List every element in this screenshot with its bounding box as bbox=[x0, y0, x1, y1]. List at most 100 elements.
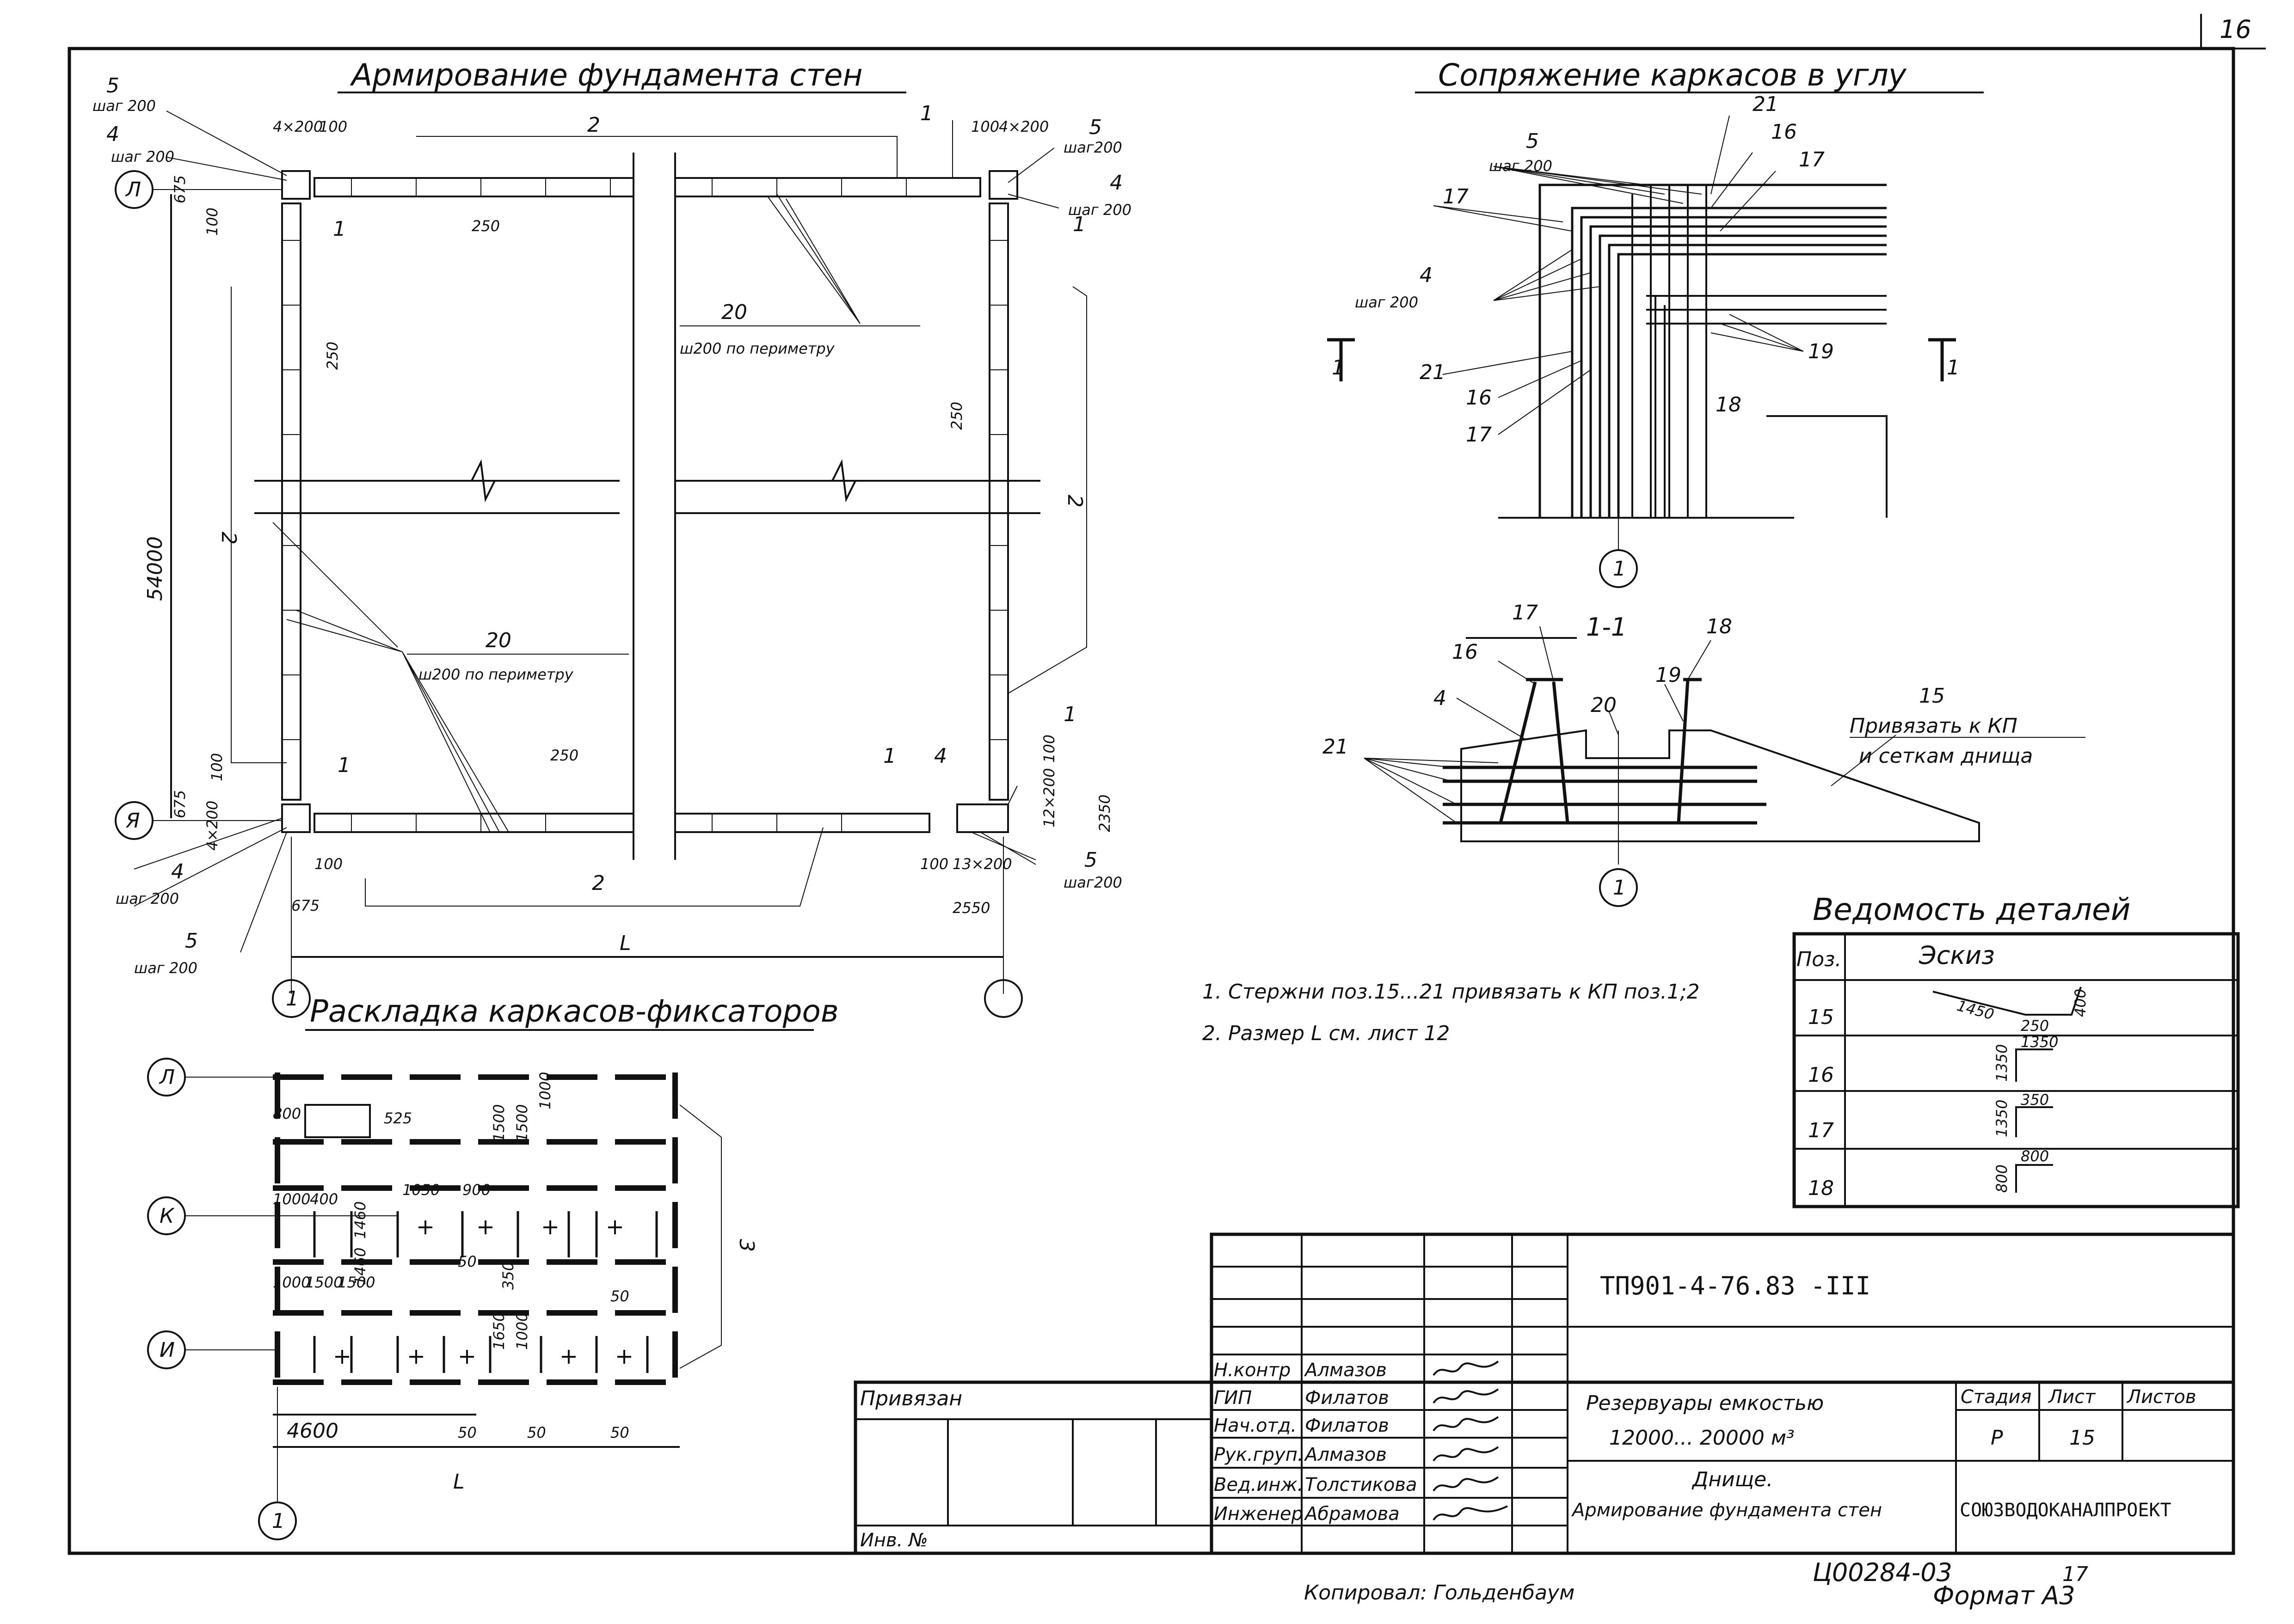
layout-d1050: 1050 bbox=[402, 1181, 440, 1199]
title-schedule: Ведомость деталей bbox=[1813, 892, 2131, 927]
name-2: Филатов bbox=[1305, 1387, 1389, 1409]
stamp-tied: Привязан bbox=[860, 1387, 962, 1410]
layout-d1500-c: 1500 bbox=[305, 1274, 343, 1291]
layout-axis-L: Л bbox=[159, 1066, 175, 1089]
schedule-pos-18: 18 bbox=[1808, 1177, 1834, 1200]
dim-250-d: 250 bbox=[550, 747, 578, 764]
layout-d900: 900 bbox=[462, 1181, 491, 1199]
section-pos21: 21 bbox=[1322, 735, 1348, 759]
layout-d1460-b: 1460 bbox=[351, 1248, 369, 1285]
dim-250-a: 250 bbox=[472, 217, 500, 235]
axis-1-corner: 1 bbox=[1613, 557, 1626, 581]
layout-d800: 800 bbox=[273, 1105, 301, 1122]
layout-d350: 350 bbox=[499, 1262, 517, 1290]
cut-right: 1 bbox=[1947, 356, 1960, 380]
label-step200-c: шаг200 bbox=[1064, 139, 1122, 156]
project-line2: 12000... 20000 м³ bbox=[1609, 1426, 1795, 1450]
dim-100-f: 100 bbox=[314, 855, 343, 873]
label-step200-b: шаг 200 bbox=[111, 148, 174, 165]
corner-step200-b: шаг 200 bbox=[1355, 294, 1418, 311]
layout-d1500-a: 1500 bbox=[490, 1104, 508, 1142]
layout-dim-L: L bbox=[453, 1470, 465, 1494]
corner-step200-a: шаг 200 bbox=[1489, 157, 1552, 175]
sheet-value: 15 bbox=[2069, 1426, 2095, 1450]
title-block: Привязан Инв. № Н.контр ГИП Нач.отд. Рук… bbox=[854, 1232, 2235, 1555]
section-pos19: 19 bbox=[1655, 663, 1681, 687]
label-step200-e: шаг 200 bbox=[116, 890, 179, 907]
layout-d525: 525 bbox=[384, 1109, 412, 1127]
label-pos5-br: 5 bbox=[1084, 848, 1097, 872]
dim-100-d: 100 bbox=[208, 753, 226, 781]
schedule-header-pos: Поз. bbox=[1796, 948, 1841, 971]
dim-L-foundation: L bbox=[620, 932, 631, 955]
section-pos18: 18 bbox=[1706, 615, 1732, 638]
section-pos16: 16 bbox=[1452, 640, 1478, 664]
title-foundation: Армирование фундамента стен bbox=[350, 57, 863, 93]
corner-pos16-a: 16 bbox=[1771, 120, 1797, 144]
corner-pos5: 5 bbox=[1526, 129, 1539, 153]
note-1: 1. Стержни поз.15...21 привязать к КП по… bbox=[1202, 980, 1700, 1004]
section-axis-1: 1 bbox=[1613, 876, 1626, 900]
doc-code: ТП901-4-76.83 -III bbox=[1600, 1271, 1870, 1300]
dim-675-b: 675 bbox=[171, 790, 189, 818]
footer-sheet-no: 17 bbox=[2062, 1563, 2088, 1586]
role-1: Н.контр bbox=[1214, 1360, 1291, 1381]
name-4: Алмазов bbox=[1304, 1444, 1387, 1465]
corner-pos16-b: 16 bbox=[1466, 386, 1492, 410]
layout-d50-e: 50 bbox=[610, 1424, 629, 1441]
title-corner: Сопряжение каркасов в углу bbox=[1438, 57, 1907, 93]
axis-L: Л bbox=[125, 178, 141, 202]
label-pos2-right: 2 bbox=[1063, 495, 1087, 508]
label-pos2-top: 2 bbox=[587, 113, 600, 137]
footer-copied: Копировал: Гольденбаум bbox=[1304, 1581, 1574, 1605]
detail-schedule-table: Поз. Эскиз 15 16 17 18 1450 250 400 1350… bbox=[1792, 932, 2240, 1208]
sheet-line1: Днище. bbox=[1691, 1468, 1773, 1491]
corner-pos19: 19 bbox=[1808, 340, 1834, 363]
label-pos1-tl: 1 bbox=[333, 217, 346, 241]
sheet-label: Лист bbox=[2048, 1386, 2096, 1408]
layout-d4600: 4600 bbox=[287, 1419, 338, 1443]
sketch18-d800a: 800 bbox=[1993, 1164, 2011, 1193]
layout-d1000-d: 1000 bbox=[513, 1312, 531, 1350]
section-pos20: 20 bbox=[1591, 693, 1617, 717]
corner-pos18: 18 bbox=[1716, 393, 1741, 417]
corner-detail: 1 1 1 5 шаг 200 21 16 17 17 4 шаг 200 21… bbox=[1327, 92, 1960, 588]
label-pos20-b: 20 bbox=[486, 629, 511, 652]
dim-4x200-b: 4×200 bbox=[999, 118, 1049, 135]
dim-4x200-c: 4×200 bbox=[203, 801, 221, 851]
label-pos20-a: 20 bbox=[721, 300, 747, 324]
label-pos1-top: 1 bbox=[920, 102, 933, 125]
label-pos5-bl: 5 bbox=[185, 929, 198, 953]
corner-pos21-a: 21 bbox=[1753, 92, 1778, 116]
corner-pos17-a: 17 bbox=[1799, 148, 1825, 172]
label-pos2-bottom: 2 bbox=[592, 871, 605, 895]
corner-pos17-b: 17 bbox=[1443, 185, 1469, 208]
name-6: Абрамова bbox=[1304, 1503, 1400, 1525]
label-perimeter-a: ш200 по периметру bbox=[680, 340, 835, 357]
layout-d1500-d: 1500 bbox=[338, 1274, 375, 1291]
schedule-pos-16: 16 bbox=[1808, 1063, 1834, 1087]
label-pos5-tl: 5 bbox=[106, 74, 119, 98]
dim-100-g: 100 bbox=[920, 855, 948, 873]
sketch17-d1350: 1350 bbox=[1993, 1100, 2011, 1137]
label-step200-d: шаг 200 bbox=[1068, 201, 1132, 219]
label-pos1-tr: 1 bbox=[1073, 213, 1086, 236]
sketch16-d1350b: 1350 bbox=[2021, 1033, 2058, 1051]
corner-pos21-b: 21 bbox=[1420, 361, 1445, 384]
title-layout: Раскладка каркасов-фиксаторов bbox=[310, 993, 839, 1029]
section-pos17: 17 bbox=[1512, 601, 1538, 625]
layout-d50-a: 50 bbox=[458, 1253, 477, 1270]
label-pos5-tr: 5 bbox=[1089, 116, 1102, 139]
label-pos1-bm: 1 bbox=[883, 744, 896, 768]
label-perimeter-b: ш200 по периметру bbox=[418, 666, 574, 683]
label-pos4-tl: 4 bbox=[106, 123, 119, 146]
schedule-pos-15: 15 bbox=[1808, 1005, 1834, 1029]
dim-250-c: 250 bbox=[948, 402, 966, 430]
footer-code: Ц00284-03 bbox=[1813, 1558, 1952, 1587]
layout-d1650: 1650 bbox=[490, 1312, 508, 1350]
schedule-pos-17: 17 bbox=[1808, 1119, 1834, 1142]
sketch18-d800b: 800 bbox=[2021, 1147, 2049, 1165]
sketch15-d1450: 1450 bbox=[1955, 997, 1996, 1023]
dim-100-b: 100 bbox=[319, 118, 347, 135]
